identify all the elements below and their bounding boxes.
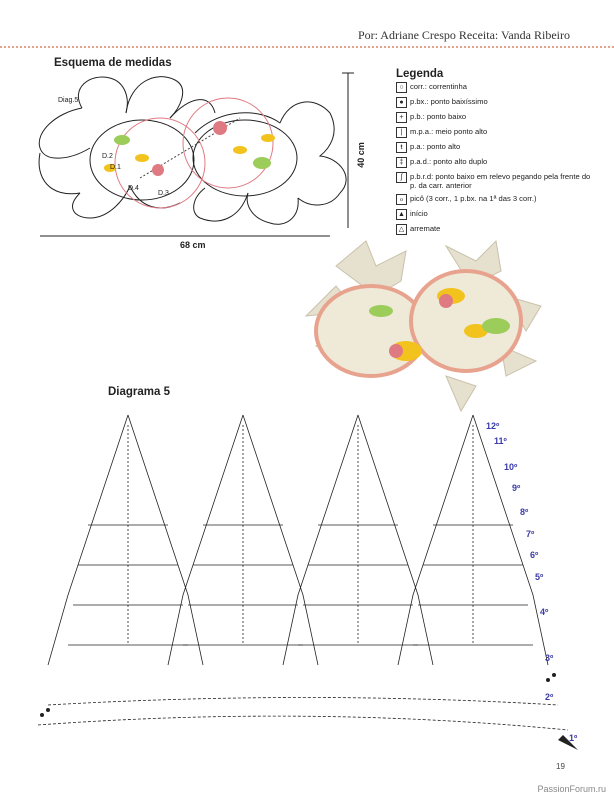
round-label: 9º bbox=[512, 483, 521, 493]
round-label: 3º bbox=[545, 653, 554, 663]
finished-piece-photo bbox=[304, 239, 542, 413]
double-crochet-icon: ŧ bbox=[396, 142, 407, 153]
diagram-title: Diagrama 5 bbox=[108, 386, 171, 398]
legend-item: ●p.bx.: ponto baixíssimo bbox=[396, 97, 596, 108]
chain-icon: ○ bbox=[396, 82, 407, 93]
label-diag5: Diag.5 bbox=[58, 97, 79, 104]
header-author: Por: Adriane Crespo Receita: Vanda Ribei… bbox=[357, 28, 570, 42]
label-d3: D.3 bbox=[158, 190, 169, 197]
fan-motif-1 bbox=[47, 414, 204, 666]
fan-motif-4 bbox=[397, 414, 549, 666]
slip-stitch-icon: ● bbox=[396, 97, 407, 108]
round-label: 5º bbox=[535, 572, 544, 582]
finish-icon: △ bbox=[396, 224, 407, 235]
round-label: 6º bbox=[530, 550, 539, 560]
round-label: 12º bbox=[486, 421, 500, 431]
round-label: 8º bbox=[520, 507, 529, 517]
half-double-icon: | bbox=[396, 127, 407, 138]
round-label: 11º bbox=[494, 436, 507, 446]
legend-item: +p.b.: ponto baixo bbox=[396, 112, 596, 123]
legend-item: ○corr.: correntinha bbox=[396, 82, 596, 93]
measures-diagram bbox=[38, 72, 354, 237]
top-dotted-rule bbox=[0, 46, 614, 48]
fan-motif-3 bbox=[282, 414, 434, 666]
treble-crochet-icon: ‡ bbox=[396, 157, 407, 168]
round-label: 2º bbox=[545, 692, 554, 702]
crochet-diagram bbox=[37, 414, 578, 750]
single-crochet-icon: + bbox=[396, 112, 407, 123]
label-d1: D.1 bbox=[110, 164, 121, 171]
round-label: 10º bbox=[504, 462, 518, 472]
legend-item: ‡p.a.d.: ponto alto duplo bbox=[396, 157, 596, 168]
legend-item: |m.p.a.: meio ponto alto bbox=[396, 127, 596, 138]
legend: Legenda ○corr.: correntinha ●p.bx.: pont… bbox=[396, 68, 596, 239]
label-d2: D.2 bbox=[102, 153, 113, 160]
legend-item: ▲início bbox=[396, 209, 596, 220]
page-number: 19 bbox=[556, 762, 565, 771]
measures-title: Esquema de medidas bbox=[54, 57, 172, 69]
picot-icon: ℴ bbox=[396, 194, 407, 205]
pink-circle-right bbox=[182, 97, 274, 189]
round-label: 4º bbox=[540, 607, 549, 617]
round-label: 1º bbox=[569, 733, 578, 743]
right-flower-outline bbox=[192, 101, 347, 225]
legend-item: △arremate bbox=[396, 224, 596, 235]
pink-circle-left bbox=[114, 117, 206, 209]
fan-motif-2 bbox=[167, 414, 319, 666]
round-label: 7º bbox=[526, 529, 535, 539]
front-post-icon: ʃ bbox=[396, 172, 407, 183]
legend-title: Legenda bbox=[396, 68, 444, 80]
start-icon: ▲ bbox=[396, 209, 407, 220]
label-d4: D.4 bbox=[128, 185, 139, 192]
height-label: 40 cm bbox=[355, 142, 366, 168]
watermark: PassionForum.ru bbox=[537, 784, 606, 794]
width-label: 68 cm bbox=[180, 240, 206, 250]
